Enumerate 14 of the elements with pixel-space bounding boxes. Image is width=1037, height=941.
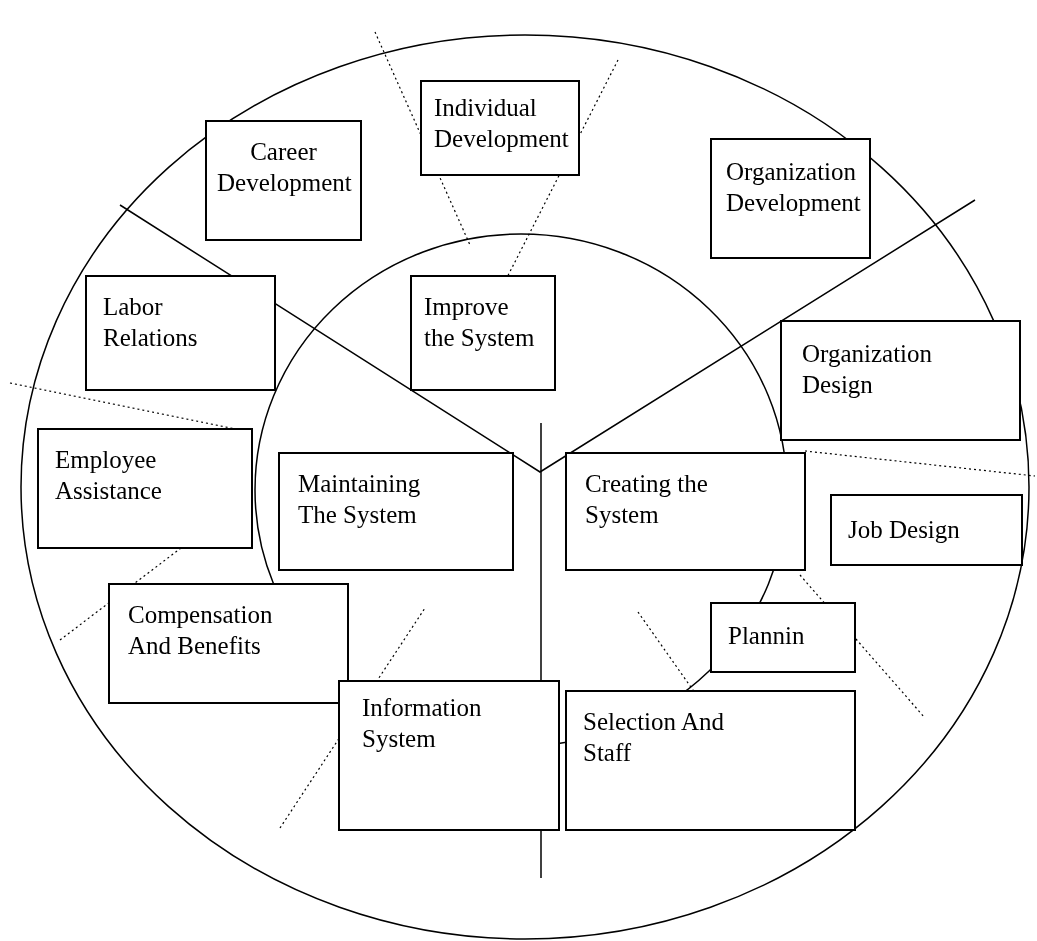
text-box: Compensation And Benefits: [108, 583, 349, 704]
text-box: Selection And Staff: [565, 690, 856, 831]
text-box: Creating the System: [565, 452, 806, 571]
text-box: Improve the System: [410, 275, 556, 391]
text-box: Labor Relations: [85, 275, 276, 391]
text-box: Career Development: [205, 120, 362, 241]
text-box: Employee Assistance: [37, 428, 253, 549]
text-box: Organization Development: [710, 138, 871, 259]
text-box: Individual Development: [420, 80, 580, 176]
text-box: Plannin: [710, 602, 856, 673]
text-box: Job Design: [830, 494, 1023, 566]
text-box: Information System: [338, 680, 560, 831]
text-box: Maintaining The System: [278, 452, 514, 571]
text-box: Organization Design: [780, 320, 1021, 441]
